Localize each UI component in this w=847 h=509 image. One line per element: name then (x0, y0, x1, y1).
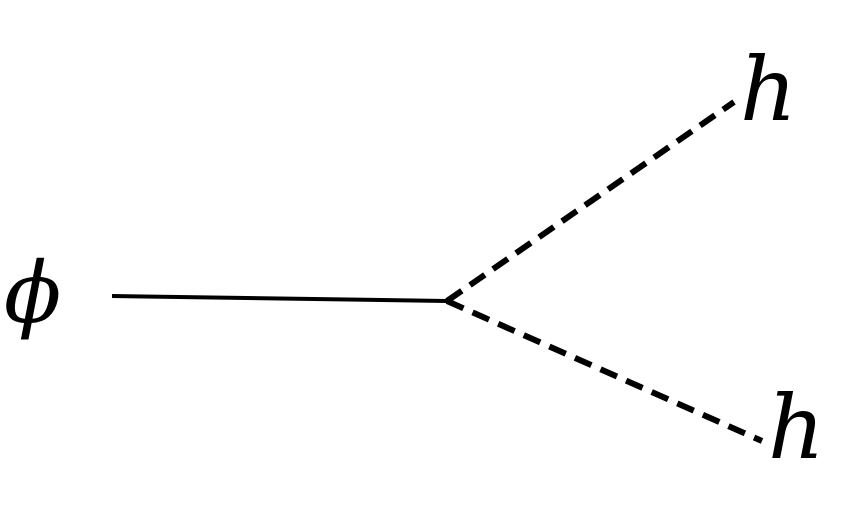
higgs-propagator-line-upper (445, 99, 736, 304)
higgs-propagator-line-lower (445, 298, 764, 444)
interaction-vertex (444, 298, 450, 304)
higgs-label-lower: h (768, 376, 825, 479)
higgs-label-upper: h (740, 38, 797, 141)
phi-label: ϕ (4, 244, 61, 342)
phi-propagator-line (111, 294, 448, 303)
